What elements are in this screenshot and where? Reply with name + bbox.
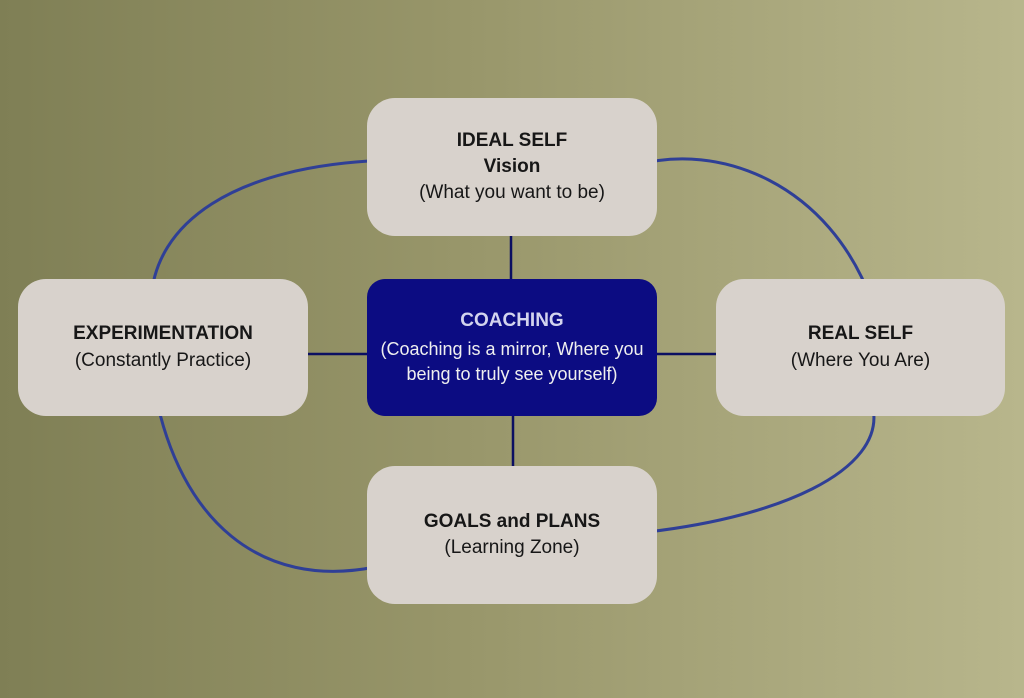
goals-plans-node: GOALS and PLANS (Learning Zone) (367, 466, 657, 604)
cycle-arrow-goals-to-experimentation (153, 390, 377, 573)
ideal-self-node: IDEAL SELF Vision (What you want to be) (367, 98, 657, 236)
experimentation-node: EXPERIMENTATION (Constantly Practice) (18, 279, 308, 416)
coaching-description: (Coaching is a mirror, Where you being t… (380, 338, 644, 384)
real-self-title: REAL SELF (807, 323, 914, 345)
coaching-center-node: COACHING (Coaching is a mirror, Where yo… (367, 279, 657, 416)
goals-plans-description: (Learning Zone) (444, 537, 580, 558)
ideal-self-description: (What you want to be) (419, 182, 605, 204)
experimentation-description: (Constantly Practice) (74, 349, 252, 371)
ideal-self-subtitle: Vision (483, 155, 541, 177)
real-self-node: REAL SELF (Where You Are) (716, 279, 1005, 416)
ideal-self-title: IDEAL SELF (456, 129, 568, 151)
coaching-title: COACHING (460, 310, 564, 332)
cycle-arrow-real-to-goals (626, 406, 876, 536)
experimentation-title: EXPERIMENTATION (73, 323, 253, 345)
goals-plans-title: GOALS and PLANS (423, 510, 601, 532)
cycle-arrow-ideal-to-real (631, 157, 874, 304)
cycle-arrow-experimentation-to-ideal (149, 158, 392, 302)
real-self-description: (Where You Are) (790, 349, 931, 371)
